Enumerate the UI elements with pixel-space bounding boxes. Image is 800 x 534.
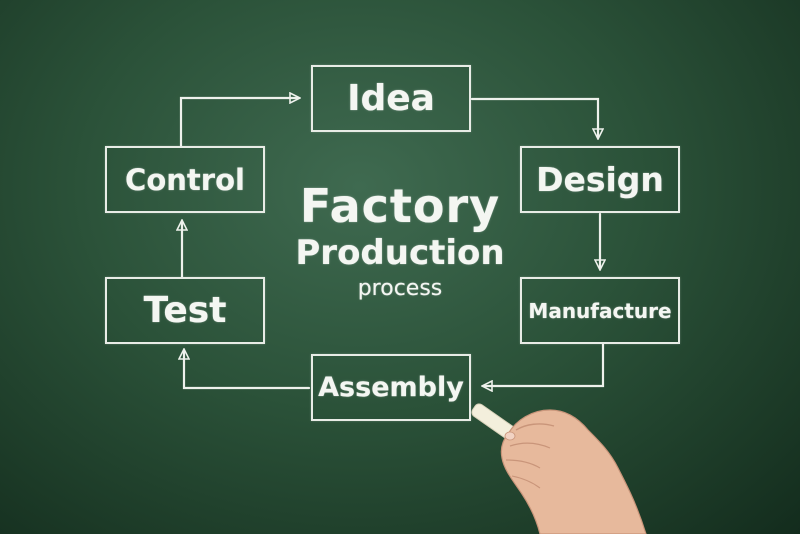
arrow-control-to-idea bbox=[179, 98, 298, 148]
node-control-label: Control bbox=[125, 162, 245, 197]
node-manufacture: Manufacture bbox=[520, 277, 680, 344]
title-line-2: Production bbox=[295, 233, 505, 273]
node-assembly: Assembly bbox=[311, 354, 471, 421]
node-control: Control bbox=[105, 146, 265, 213]
node-idea-label: Idea bbox=[347, 78, 435, 119]
diagram-title: Factory Production process bbox=[270, 180, 530, 304]
title-line-1: Factory bbox=[299, 179, 501, 233]
node-idea: Idea bbox=[311, 65, 471, 132]
arrow-idea-to-design bbox=[470, 97, 598, 137]
node-test-label: Test bbox=[143, 290, 227, 331]
node-test: Test bbox=[105, 277, 265, 344]
arrow-assembly-to-test bbox=[184, 351, 311, 390]
hand-shape bbox=[500, 409, 647, 534]
node-design-label: Design bbox=[536, 160, 664, 199]
node-assembly-label: Assembly bbox=[318, 372, 464, 403]
arrow-manufacture-to-assembly bbox=[484, 342, 605, 386]
node-manufacture-label: Manufacture bbox=[528, 298, 672, 323]
hand-with-chalk-illustration bbox=[471, 403, 647, 534]
node-design: Design bbox=[520, 146, 680, 213]
title-line-3: process bbox=[357, 276, 443, 301]
